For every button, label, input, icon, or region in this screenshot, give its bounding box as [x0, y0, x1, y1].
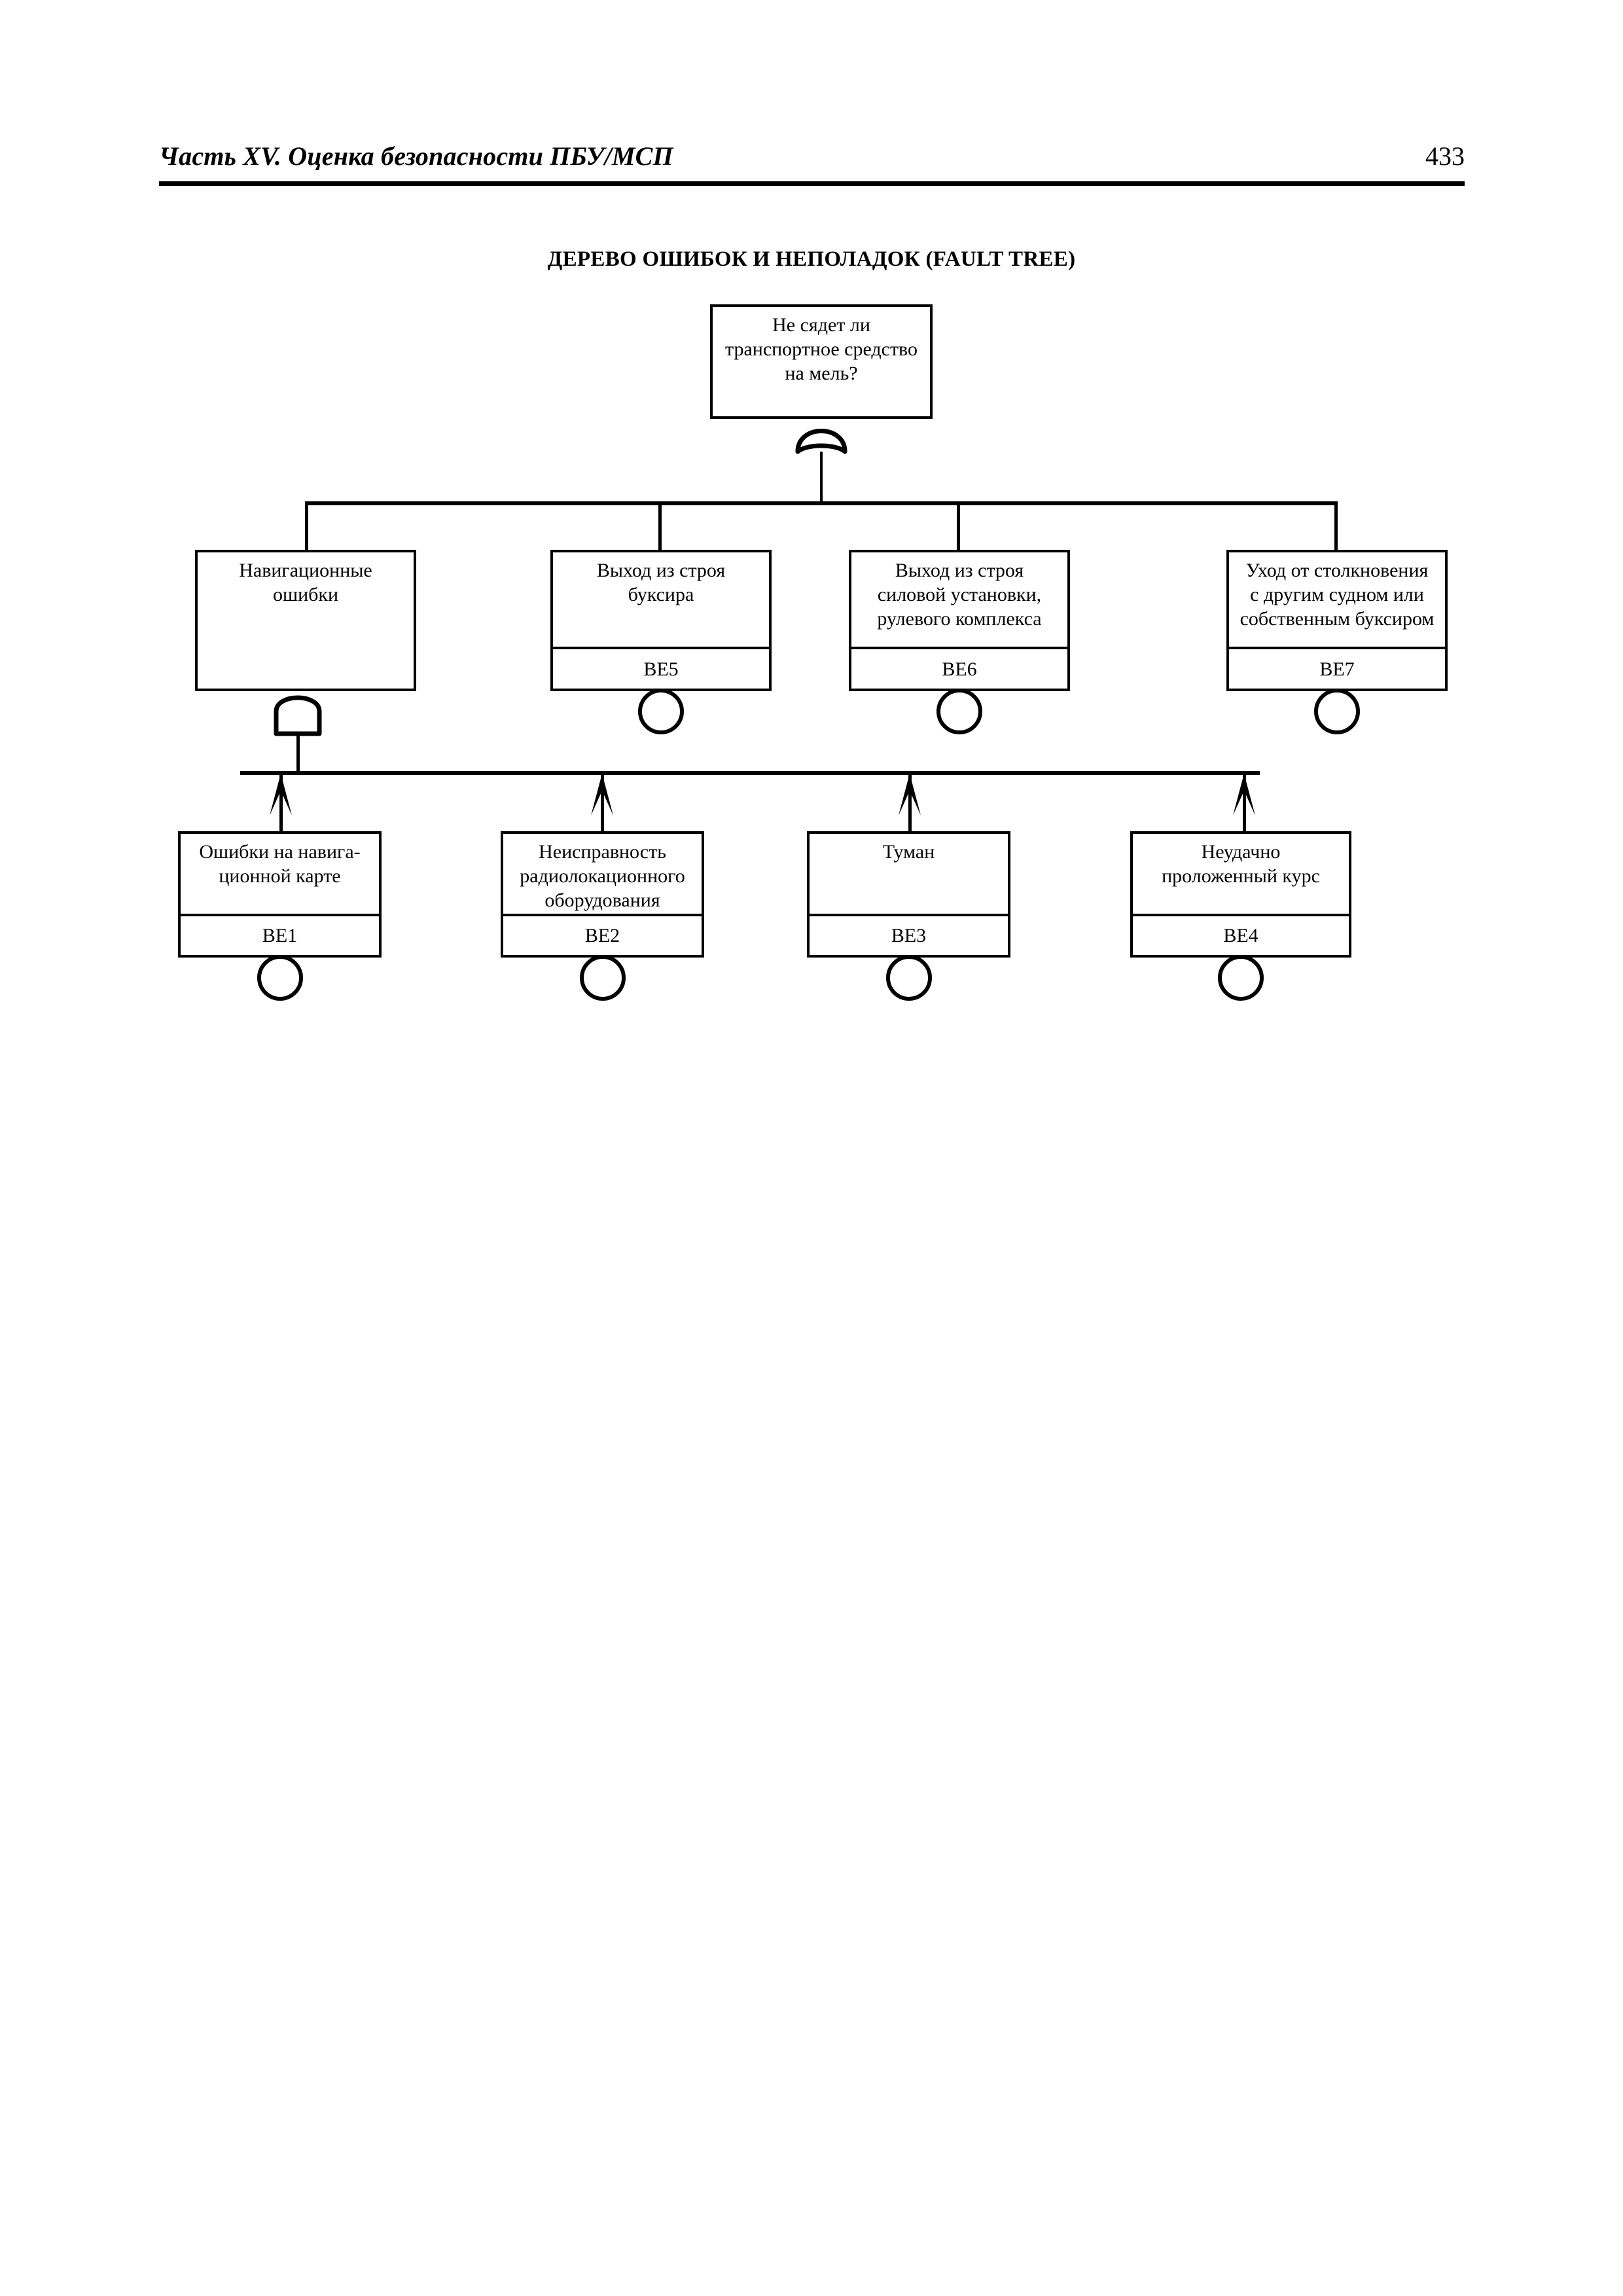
node-top-event: Не сядет ли транспортное средство на мел…	[710, 304, 933, 419]
node-be2-code: BE2	[584, 925, 620, 946]
header-title: Часть XV. Оценка безопасности ПБУ/МСП	[159, 141, 673, 171]
connector-drop-l2-3	[957, 501, 960, 551]
node-be2-label: Неисправность радиолокационного оборудов…	[520, 841, 685, 911]
node-be2: Неисправность радиолокационного оборудов…	[501, 831, 704, 958]
connector-bus-level3	[240, 771, 1260, 775]
node-top-event-label: Не сядет ли транспортное средство на мел…	[724, 314, 918, 384]
node-navigational-errors-label: Навигационные ошибки	[239, 560, 372, 605]
basic-event-circle-be2	[578, 953, 628, 1003]
fault-tree-figure: ДЕРЕВО ОШИБОК И НЕПОЛАДОК (FAULT TREE) Н…	[0, 0, 1623, 1047]
node-navigational-errors: Навигационные ошибки	[195, 550, 416, 691]
header-rule	[159, 181, 1465, 186]
basic-event-circle-be3	[884, 953, 934, 1003]
node-be7-label: Уход от столкновения с другим судном или…	[1240, 560, 1435, 630]
node-be5-label: Выход из строя буксира	[596, 560, 726, 605]
node-be6: Выход из строя силовой установки, рулево…	[849, 550, 1070, 691]
node-be1-divider	[178, 914, 382, 916]
node-be6-divider	[849, 647, 1070, 649]
basic-event-circle-be5	[636, 687, 686, 736]
figure-title: ДЕРЕВО ОШИБОК И НЕПОЛАДОК (FAULT TREE)	[547, 247, 1076, 271]
node-be1-label: Ошибки на навига- ционной карте	[199, 841, 361, 887]
and-gate-navigational-errors	[271, 689, 325, 736]
or-gate-top	[793, 418, 850, 458]
node-be7-code: BE7	[1319, 658, 1355, 680]
connector-and-stem	[296, 732, 300, 773]
node-be6-label: Выход из строя силовой установки, рулево…	[877, 560, 1042, 630]
connector-drop-l2-2	[658, 501, 662, 551]
node-be4: Неудачно проложенный курс BE4	[1130, 831, 1351, 958]
basic-event-circle-be7	[1312, 687, 1362, 736]
node-be4-label: Неудачно проложенный курс	[1162, 841, 1320, 887]
connector-drop-l2-1	[305, 501, 308, 551]
node-be7-divider	[1226, 647, 1448, 649]
node-be1: Ошибки на навига- ционной карте BE1	[178, 831, 382, 958]
connector-bus-level2	[305, 501, 1338, 505]
node-be3-divider	[807, 914, 1010, 916]
connector-top-stem	[820, 452, 823, 503]
node-be1-code: BE1	[262, 925, 298, 946]
node-be6-code: BE6	[942, 658, 977, 680]
node-be4-code: BE4	[1223, 925, 1258, 946]
node-be3-label: Туман	[882, 841, 935, 863]
connector-drop-l2-4	[1334, 501, 1338, 551]
node-be3-code: BE3	[891, 925, 927, 946]
node-be4-divider	[1130, 914, 1351, 916]
node-be7: Уход от столкновения с другим судном или…	[1226, 550, 1448, 691]
basic-event-circle-be4	[1216, 953, 1266, 1003]
node-be5: Выход из строя буксира BE5	[550, 550, 772, 691]
basic-event-circle-be1	[255, 953, 305, 1003]
node-be2-divider	[501, 914, 704, 916]
node-be5-divider	[550, 647, 772, 649]
page-number: 433	[1425, 141, 1465, 171]
basic-event-circle-be6	[935, 687, 984, 736]
node-be5-code: BE5	[643, 658, 679, 680]
running-header: Часть XV. Оценка безопасности ПБУ/МСП 43…	[159, 141, 1465, 200]
node-be3: Туман BE3	[807, 831, 1010, 958]
